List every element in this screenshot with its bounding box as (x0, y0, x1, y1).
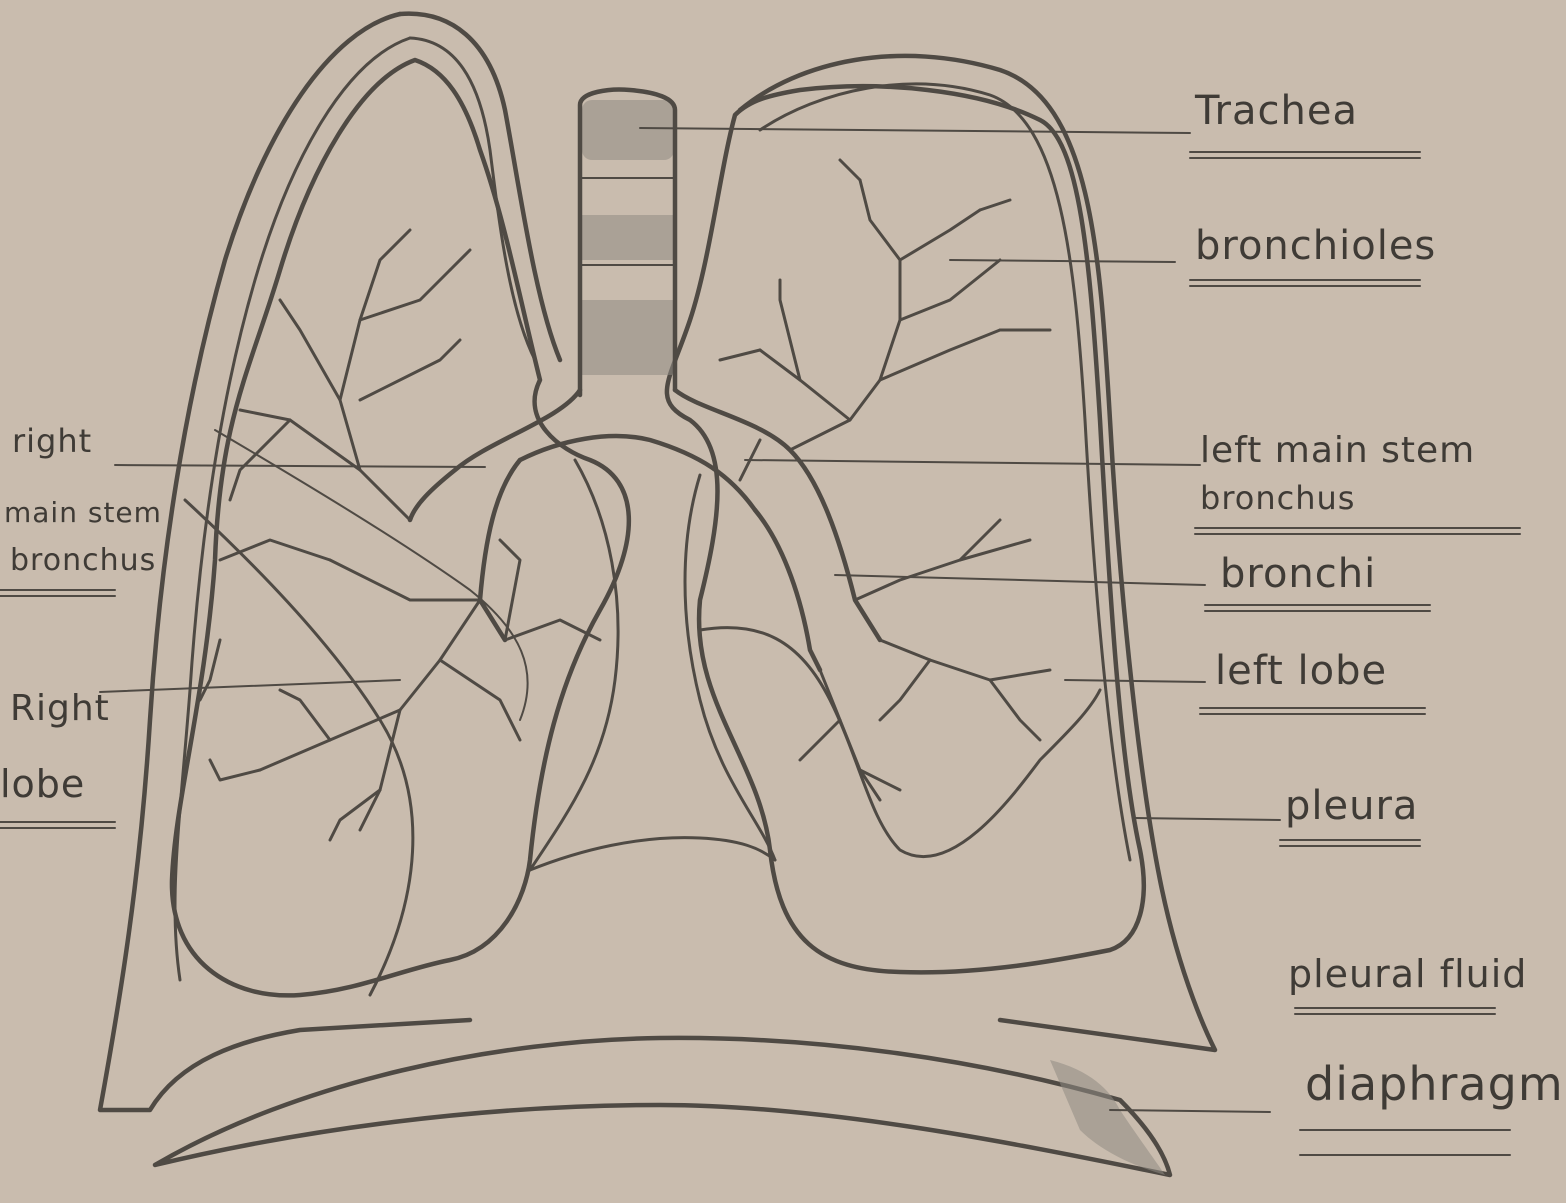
label-left-lobe: left lobe (1215, 650, 1387, 692)
pleura-leader (1135, 818, 1280, 820)
label-right-lobe-line1: Right (10, 690, 110, 728)
label-pleura: pleura (1285, 785, 1418, 827)
mediastinum-right (685, 475, 775, 860)
label-bronchioles: bronchioles (1195, 225, 1436, 267)
right-pleura-inner (175, 38, 410, 980)
left-bronchi-branches (720, 160, 1050, 800)
right-bronchi-branches (200, 230, 600, 840)
label-diaphragm: diaphragm (1305, 1060, 1564, 1108)
label-pleural-fluid: pleural fluid (1288, 955, 1527, 995)
label-left-main-stem-bronchus-line2: bronchus (1200, 482, 1355, 516)
label-right-lobe-line2: lobe (0, 765, 85, 805)
right-pleura-top-inner (410, 38, 535, 360)
label-right-main-stem-bronchus-line3: bronchus (10, 545, 156, 577)
left-main-stem-bronchus-leader (745, 460, 1200, 465)
right-main-stem-bronchus-leader (115, 465, 485, 467)
trachea-shading-3 (582, 300, 674, 375)
trachea-shading-2 (582, 215, 674, 260)
label-trachea: Trachea (1195, 90, 1358, 132)
carina (520, 436, 755, 510)
diaphragm-shape (155, 1038, 1170, 1175)
label-left-main-stem-bronchus-line1: left main stem (1200, 432, 1475, 470)
label-bronchi: bronchi (1220, 553, 1376, 595)
right-main-bronchus (410, 390, 580, 520)
left-lobe-leader (1065, 680, 1205, 682)
diaphragm-shading (1050, 1060, 1165, 1175)
right-lobe-leader (100, 680, 400, 692)
right-main-bronchus-inner (480, 460, 520, 640)
right-lung-fissure (185, 500, 413, 995)
left-main-bronchus (675, 390, 880, 640)
mediastinum-base (530, 838, 775, 870)
right-lung-outline (172, 60, 629, 995)
label-right-main-stem-bronchus-line2: main stem (4, 498, 162, 527)
label-right-main-stem-bronchus-line1: right (12, 425, 92, 459)
trachea-shading-1 (582, 100, 674, 160)
bronchioles-leader (950, 260, 1175, 262)
left-lung-lower-lobe (700, 628, 1100, 857)
left-lung-outline (667, 86, 1144, 972)
trachea-leader (640, 128, 1190, 133)
